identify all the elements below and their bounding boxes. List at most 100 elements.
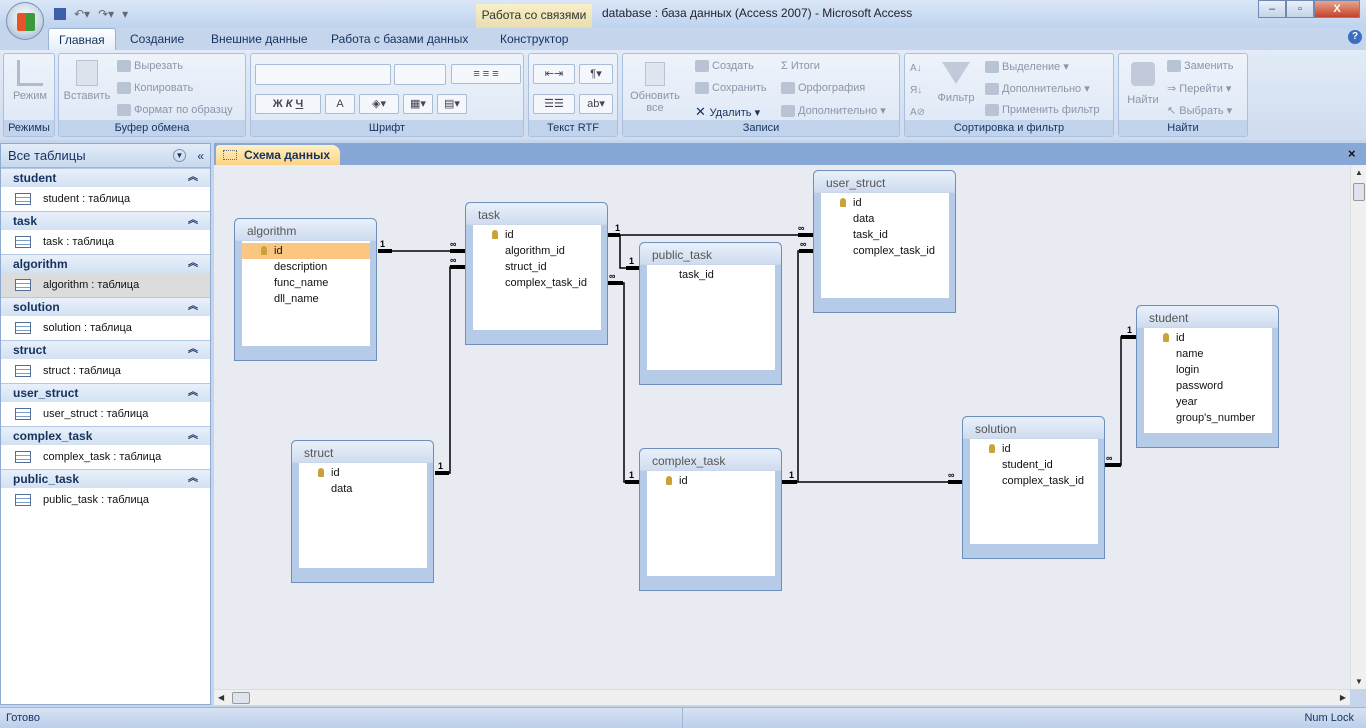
minimize-button[interactable]: – xyxy=(1258,0,1286,18)
rel-complex_task-user_struct[interactable]: ∞ xyxy=(797,239,813,482)
field-algorithm_id[interactable]: algorithm_id xyxy=(505,245,565,257)
nav-item-student[interactable]: student : таблица xyxy=(1,187,210,211)
refresh-all-button[interactable]: Обновить все xyxy=(625,62,685,114)
field-dll_name[interactable]: dll_name xyxy=(274,293,319,305)
rel-complex_task-task[interactable]: ∞1 xyxy=(607,271,640,484)
redo-icon[interactable]: ↷▾ xyxy=(98,7,115,21)
replace-button[interactable]: Заменить xyxy=(1167,60,1233,73)
scroll-up-icon[interactable]: ▲ xyxy=(1355,168,1363,177)
field-func_name[interactable]: func_name xyxy=(274,277,329,289)
spelling-button[interactable]: Орфография xyxy=(781,82,865,95)
table-title[interactable]: user_struct xyxy=(814,171,955,193)
nav-item-algorithm[interactable]: algorithm : таблица xyxy=(1,273,210,297)
scroll-right-icon[interactable]: ▶ xyxy=(1339,693,1346,702)
more-records-button[interactable]: Дополнительно ▾ xyxy=(781,104,886,118)
table-title[interactable]: student xyxy=(1137,306,1278,328)
format-painter-button[interactable]: Формат по образцу xyxy=(117,104,233,117)
save-icon[interactable] xyxy=(54,8,66,20)
table-box-task[interactable]: task id algorithm_id struct_id complex_task_… xyxy=(465,202,608,345)
new-record-button[interactable]: Создать xyxy=(695,60,754,73)
restore-button[interactable]: ▫ xyxy=(1286,0,1314,18)
chevron-up-icon[interactable]: ︽ xyxy=(188,387,198,398)
save-record-button[interactable]: Сохранить xyxy=(695,82,767,95)
table-title[interactable]: algorithm xyxy=(235,219,376,241)
nav-group-complex_task[interactable]: complex_task︽ xyxy=(1,426,210,445)
office-button[interactable] xyxy=(6,2,44,40)
nav-item-solution[interactable]: solution : таблица xyxy=(1,316,210,340)
rel-complex_task-solution[interactable]: 1∞ xyxy=(782,470,963,484)
rel-struct-task[interactable]: 1∞ xyxy=(435,255,465,475)
tab-design[interactable]: Конструктор xyxy=(500,32,569,46)
rel-student-solution[interactable]: 1∞ xyxy=(1105,325,1137,467)
nav-group-public_task[interactable]: public_task︽ xyxy=(1,469,210,488)
indent-buttons[interactable]: ⇤⇥ xyxy=(533,64,575,84)
table-title[interactable]: complex_task xyxy=(640,449,781,471)
close-document-button[interactable]: × xyxy=(1348,146,1356,161)
field-id[interactable]: id xyxy=(473,227,601,243)
scroll-left-icon[interactable]: ◀ xyxy=(218,693,225,702)
rel-task-user_struct[interactable]: 1∞ xyxy=(607,223,813,237)
nav-group-solution[interactable]: solution︽ xyxy=(1,297,210,316)
align-buttons[interactable]: ≡ ≡ ≡ xyxy=(451,64,521,84)
advanced-filter-button[interactable]: Дополнительно ▾ xyxy=(985,82,1090,96)
nav-group-student[interactable]: student︽ xyxy=(1,168,210,187)
field-complex_task_id[interactable]: complex_task_id xyxy=(1002,475,1084,487)
customize-qat-icon[interactable]: ▾ xyxy=(122,7,129,21)
font-name-select[interactable] xyxy=(255,64,391,85)
table-title[interactable]: public_task xyxy=(640,243,781,265)
goto-button[interactable]: ⇒ Перейти ▾ xyxy=(1167,83,1232,95)
table-title[interactable]: struct xyxy=(292,441,433,463)
field-struct_id[interactable]: struct_id xyxy=(505,261,547,273)
chevron-up-icon[interactable]: ︽ xyxy=(188,172,198,183)
nav-group-struct[interactable]: struct︽ xyxy=(1,340,210,359)
field-complex_task_id[interactable]: complex_task_id xyxy=(853,245,935,257)
find-button[interactable]: Найти xyxy=(1121,62,1165,106)
list-buttons[interactable]: ☰☰ xyxy=(533,94,575,114)
italic-button[interactable]: К xyxy=(285,98,293,110)
relationship-line[interactable] xyxy=(607,282,640,483)
undo-icon[interactable]: ↶▾ xyxy=(74,7,91,21)
underline-button[interactable]: Ч xyxy=(295,98,304,110)
field-complex_task_id[interactable]: complex_task_id xyxy=(505,277,587,289)
font-size-select[interactable] xyxy=(394,64,446,85)
relationship-line[interactable] xyxy=(797,250,813,482)
paragraph-button[interactable]: ¶▾ xyxy=(579,64,613,84)
nav-group-user_struct[interactable]: user_struct︽ xyxy=(1,383,210,402)
select-button[interactable]: ↖ Выбрать ▾ xyxy=(1167,105,1233,117)
fill-color-button[interactable]: ◈▾ xyxy=(359,94,399,114)
copy-button[interactable]: Копировать xyxy=(117,82,193,95)
nav-group-algorithm[interactable]: algorithm︽ xyxy=(1,254,210,273)
field-task_id[interactable]: task_id xyxy=(679,269,714,281)
field-groups_number[interactable]: group's_number xyxy=(1176,412,1256,424)
filter-button[interactable]: Фильтр xyxy=(933,62,979,104)
relationship-line[interactable] xyxy=(435,266,465,474)
field-id[interactable]: id xyxy=(1144,330,1272,346)
nav-item-user_struct[interactable]: user_struct : таблица xyxy=(1,402,210,426)
cut-button[interactable]: Вырезать xyxy=(117,60,183,73)
chevron-up-icon[interactable]: ︽ xyxy=(188,473,198,484)
text-style-buttons[interactable]: Ж К Ч xyxy=(255,94,321,114)
gridlines-button[interactable]: ▦▾ xyxy=(403,94,433,114)
field-data[interactable]: data xyxy=(853,213,875,225)
vertical-scrollbar[interactable]: ▲▼ xyxy=(1350,165,1366,689)
field-task_id[interactable]: task_id xyxy=(853,229,888,241)
nav-item-complex_task[interactable]: complex_task : таблица xyxy=(1,445,210,469)
chevron-up-icon[interactable]: ︽ xyxy=(188,258,198,269)
collapse-pane-icon[interactable]: « xyxy=(197,149,204,163)
highlight-button[interactable]: ab▾ xyxy=(579,94,613,114)
delete-button[interactable]: ✕ Удалить ▾ xyxy=(695,104,761,119)
scroll-thumb[interactable] xyxy=(1353,183,1365,201)
table-title[interactable]: task xyxy=(466,203,607,225)
nav-item-struct[interactable]: struct : таблица xyxy=(1,359,210,383)
field-id[interactable]: id xyxy=(821,195,949,211)
bold-button[interactable]: Ж xyxy=(272,98,283,110)
tab-home[interactable]: Главная xyxy=(48,28,116,50)
chevron-down-icon[interactable]: ▼ xyxy=(173,149,186,162)
field-id[interactable]: id xyxy=(647,473,775,489)
selection-button[interactable]: Выделение ▾ xyxy=(985,60,1069,74)
